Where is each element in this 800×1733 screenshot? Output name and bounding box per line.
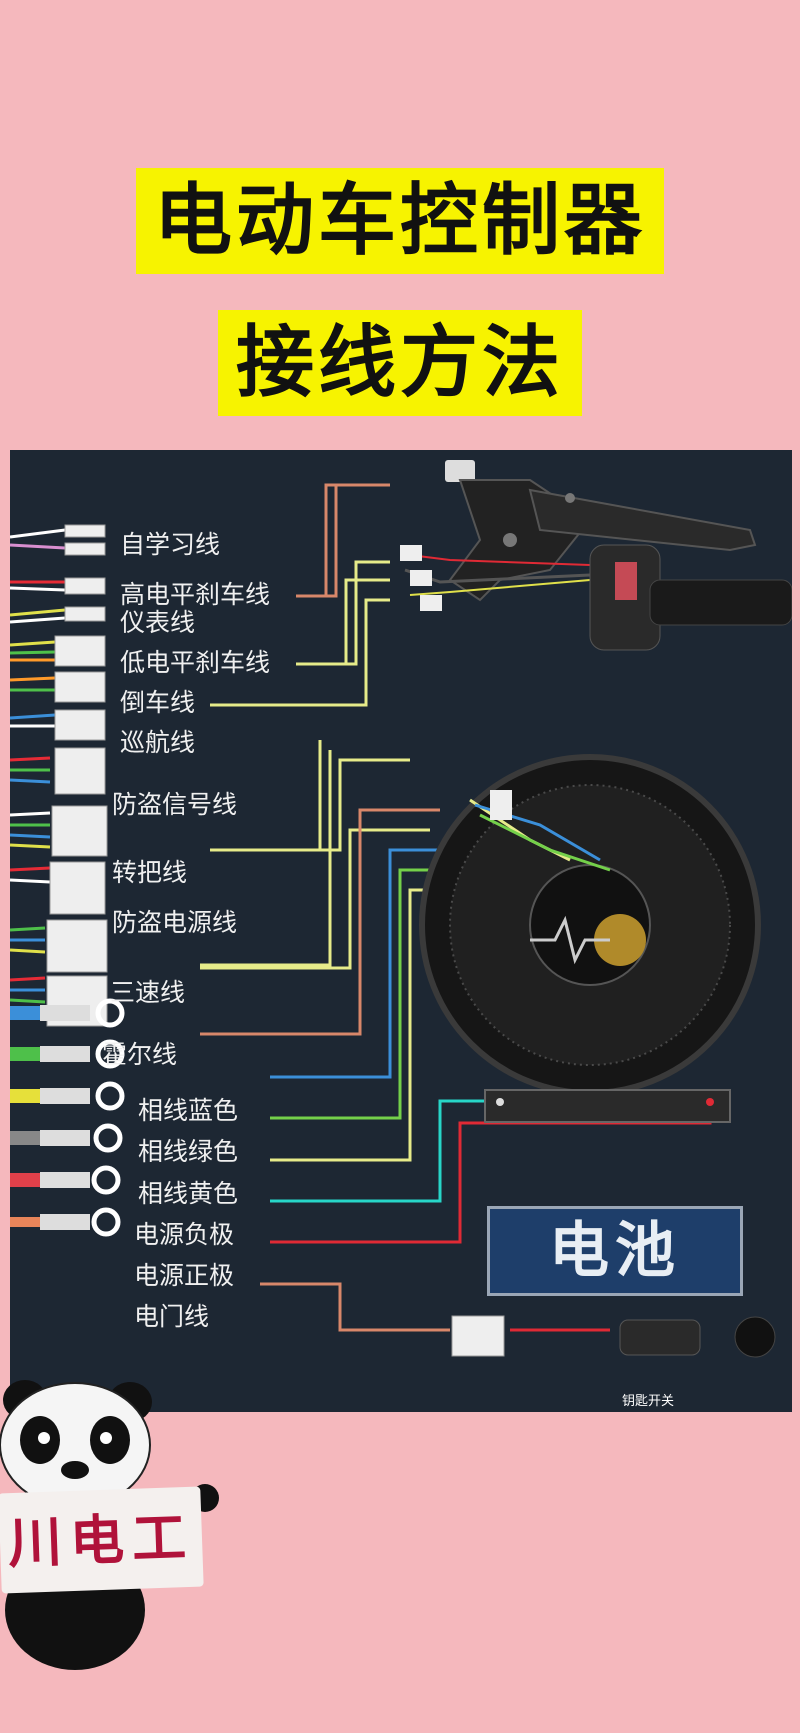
- label-reverse-wire: 倒车线: [120, 688, 196, 717]
- label-power-negative: 电源负极: [134, 1220, 235, 1249]
- hub-motor-illustration: [419, 754, 761, 1096]
- title-line-1-text: 电动车控制器: [141, 174, 658, 268]
- battery-illustration: [484, 1089, 731, 1123]
- title-line-1: 电动车控制器: [0, 158, 800, 270]
- handlebar-grip-illustration: [400, 544, 792, 651]
- label-phase-yellow: 相线黄色: [138, 1179, 239, 1208]
- key-switch-label: 钥匙开关: [622, 1394, 675, 1409]
- label-low-level-brake-wire: 低电平刹车线: [120, 648, 271, 677]
- label-power-positive: 电源正极: [134, 1261, 235, 1290]
- label-antitheft-power-wire: 防盗电源线: [112, 908, 238, 937]
- title-line-2: 接线方法: [0, 300, 800, 412]
- key-switch-illustration: [451, 1315, 776, 1358]
- label-phase-blue: 相线蓝色: [138, 1096, 239, 1125]
- label-high-level-brake-wire: 高电平刹车线: [120, 580, 271, 609]
- watermark-sign: 川电工: [0, 1486, 204, 1594]
- brake-lever-illustration: [445, 460, 757, 602]
- title-line-2-text: 接线方法: [223, 316, 576, 410]
- label-self-learn-wire: 自学习线: [120, 530, 221, 559]
- label-cruise-wire: 巡航线: [120, 728, 196, 757]
- label-throttle-wire: 转把线: [112, 858, 188, 887]
- wiring-diagram: [10, 460, 792, 1358]
- label-three-speed-wire: 三速线: [110, 978, 186, 1007]
- thick-wires: [10, 998, 125, 1237]
- label-phase-green: 相线绿色: [138, 1137, 239, 1166]
- label-hall-wire: 霍尔线: [102, 1040, 178, 1069]
- wiring-diagram-panel: 自学习线 高电平刹车线 仪表线 低电平刹车线 倒车线 巡航线 防盗信号线 转把线…: [10, 450, 792, 1412]
- label-meter-wire: 仪表线: [120, 608, 196, 637]
- connector-blocks: [46, 524, 108, 1027]
- label-ignition-wire: 电门线: [134, 1302, 210, 1331]
- label-antitheft-signal-wire: 防盗信号线: [112, 790, 238, 819]
- battery-label: 电池: [487, 1206, 743, 1296]
